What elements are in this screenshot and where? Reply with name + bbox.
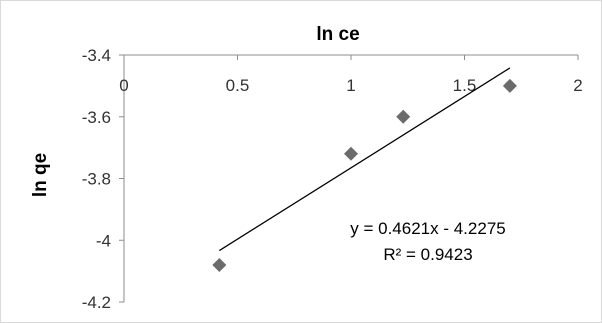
data-points [212, 78, 517, 272]
data-point [344, 146, 358, 161]
x-tick-label: 1 [346, 76, 355, 95]
trendline [218, 67, 511, 252]
data-point [212, 257, 227, 272]
y-tick-label: -4.2 [82, 293, 111, 312]
y-axis-label: ln qe [30, 153, 51, 197]
trendline-r-squared: R² = 0.9423 [383, 245, 472, 264]
data-point [502, 78, 517, 93]
y-tick-label: -3.4 [82, 46, 111, 65]
x-tick-label: 2 [573, 76, 582, 95]
x-tick-label: 1.5 [453, 76, 477, 95]
y-tick-label: -4 [96, 231, 111, 250]
x-ticks: 0 0.5 1 1.5 2 [119, 55, 583, 95]
trendline-group [218, 67, 511, 252]
x-tick-label: 0 [119, 76, 128, 95]
y-tick-label: -3.8 [82, 170, 111, 189]
trendline-equation: y = 0.4621x - 4.2275 [350, 219, 505, 238]
data-point [396, 109, 411, 124]
x-tick-label: 0.5 [226, 76, 250, 95]
y-ticks: -3.4 -3.6 -3.8 -4 -4.2 [82, 46, 124, 312]
y-tick-label: -3.6 [82, 108, 111, 127]
chart-title: ln ce [316, 24, 359, 45]
